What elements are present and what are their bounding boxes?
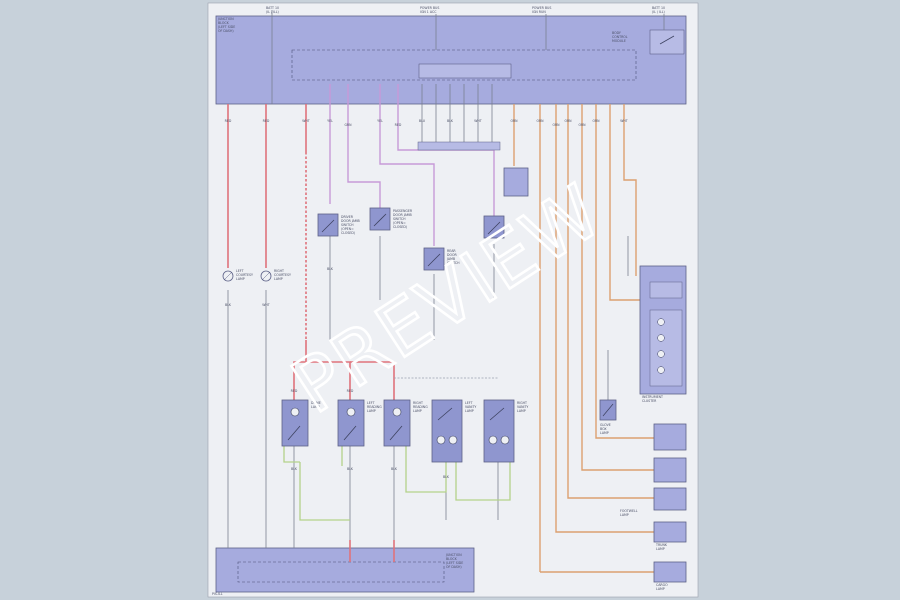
svg-text:BLK: BLK [391,467,398,471]
svg-text:RED: RED [347,389,354,393]
svg-text:ORN: ORN [592,119,600,123]
svg-text:YEL: YEL [327,119,333,123]
svg-text:GRN: GRN [344,123,352,127]
svg-text:BLK: BLK [291,467,298,471]
gray-wires [227,84,629,540]
wire-codes-row2: BLK WHT BLK RED BLK RED BLK BLK BLK [225,267,450,479]
svg-text:WHT: WHT [620,119,628,123]
green-wires [283,446,511,521]
svg-text:BLK: BLK [327,267,334,271]
svg-text:WHT: WHT [474,119,482,123]
svg-text:BLK: BLK [347,467,354,471]
svg-text:ORN: ORN [564,119,572,123]
svg-text:RED: RED [225,119,232,123]
svg-text:RED: RED [291,389,298,393]
page-tag: PIS-ILL [212,592,223,596]
wire-codes-row1: RED RED WHT YEL GRN YEL RED BLU BLK WHT … [225,119,628,127]
pink-wires [329,84,495,246]
red-feed-wires [227,104,498,400]
svg-text:ORN: ORN [578,123,586,127]
svg-text:WHT: WHT [302,119,310,123]
liftgate-switch [483,215,505,239]
svg-text:BLK: BLK [447,119,454,123]
orange-wires [513,104,654,573]
svg-text:ORN: ORN [510,119,518,123]
batt-right-label: BATT 10(IL / ILL) [652,6,665,14]
svg-text:BLK: BLK [225,303,232,307]
trunk-module [503,167,529,197]
svg-text:RED: RED [395,123,402,127]
svg-text:ORN: ORN [552,123,560,127]
body-control-module [291,49,637,81]
svg-text:ORN: ORN [536,119,544,123]
svg-text:WHT: WHT [262,303,270,307]
svg-text:BLU: BLU [419,119,426,123]
svg-text:YEL: YEL [377,119,383,123]
batt-left-label: BATT 10(IL / ILL) [266,6,279,14]
svg-text:RED: RED [263,119,270,123]
svg-text:BLK: BLK [443,475,450,479]
